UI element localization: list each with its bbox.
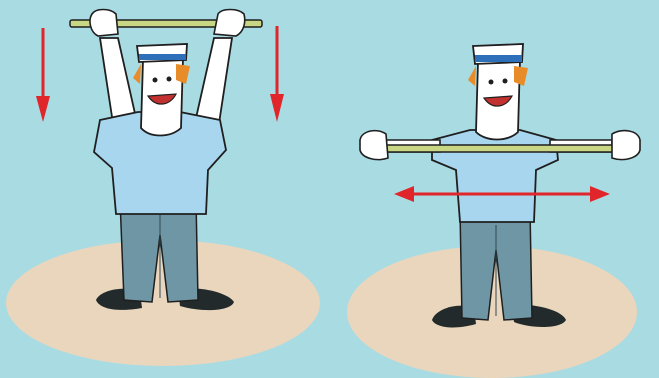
head [133,44,190,136]
right-hand [214,10,245,37]
right-hand [612,131,640,160]
left-hand [90,10,118,37]
bar [372,145,636,152]
left-hand [360,131,388,160]
head [468,44,528,140]
